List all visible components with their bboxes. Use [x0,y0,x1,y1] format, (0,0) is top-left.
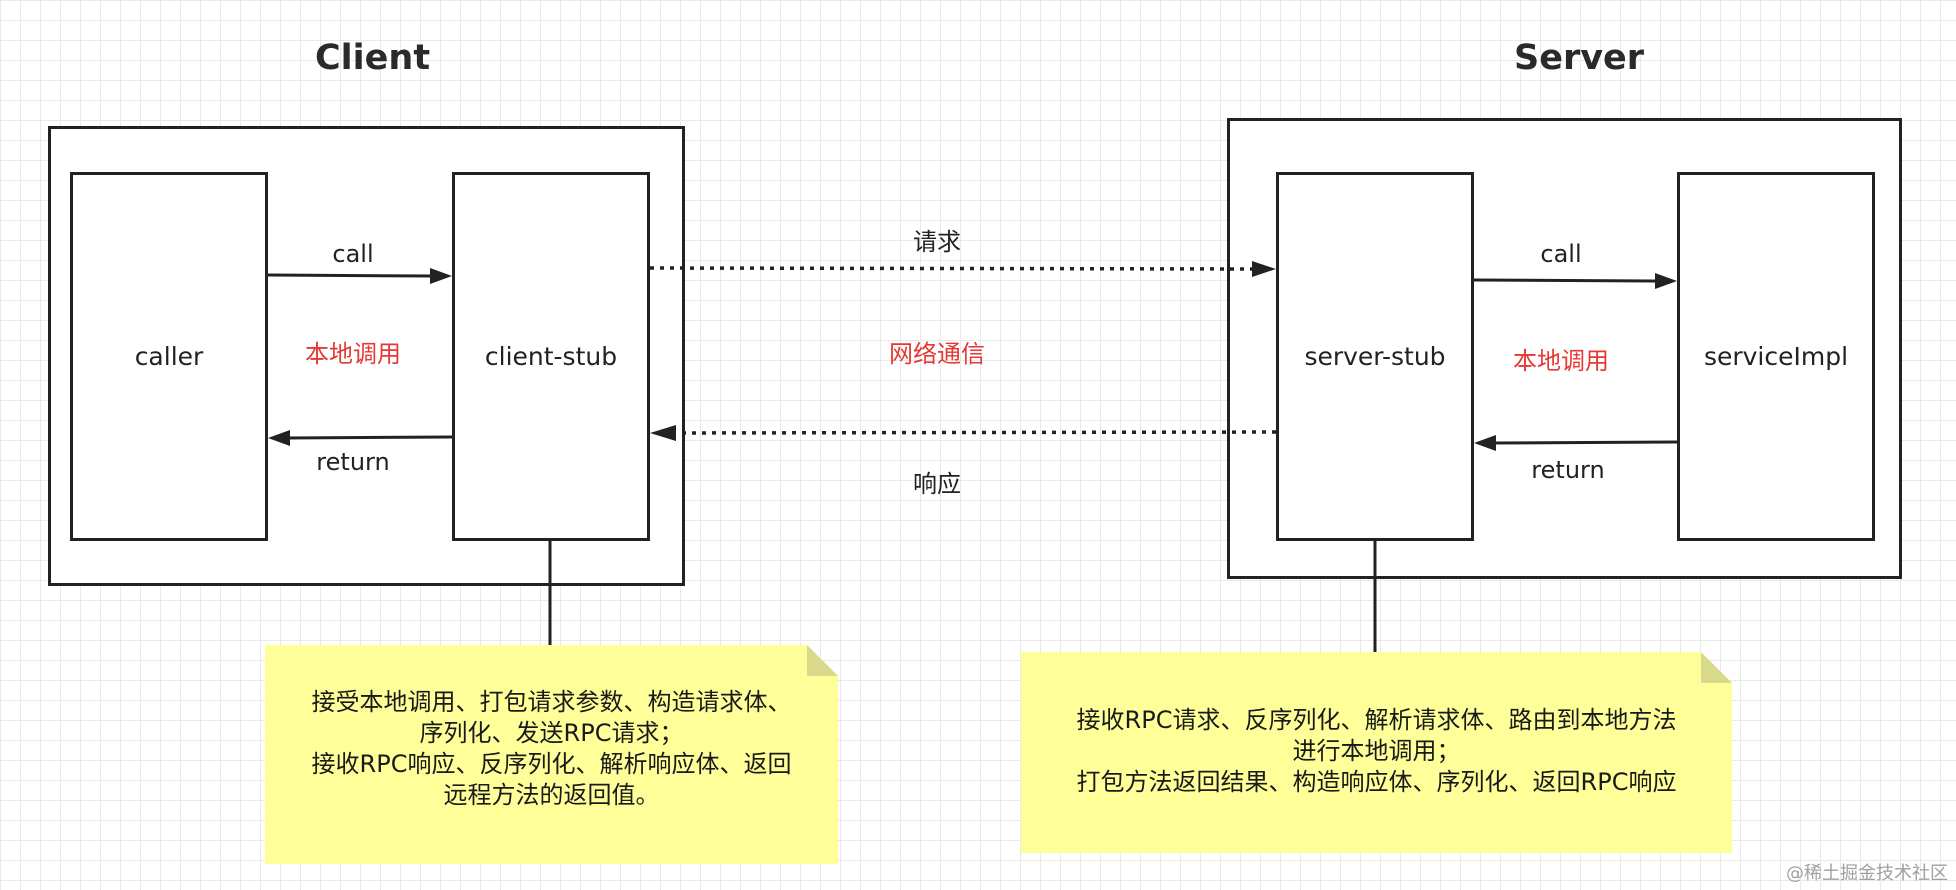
server-call-label: call [1540,240,1582,268]
response-arrowhead [650,425,676,441]
server-note-line: 接收RPC请求、反序列化、解析请求体、路由到本地方法 [1076,706,1677,734]
client-note-text: 接受本地调用、打包请求参数、构造请求体、 序列化、发送RPC请求； 接收RPC响… [265,687,838,811]
server-note-line: 进行本地调用； [1292,737,1461,765]
server-return-line [1493,440,1678,445]
request-arrowhead [1252,261,1276,277]
server-note: 接收RPC请求、反序列化、解析请求体、路由到本地方法 进行本地调用； 打包方法返… [1021,652,1732,853]
client-note: 接受本地调用、打包请求参数、构造请求体、 序列化、发送RPC请求； 接收RPC响… [265,645,838,864]
server-heading: Server [1514,38,1645,78]
server-note-shape [1021,652,1732,853]
client-call-line [267,273,433,278]
client-note-line: 接收RPC响应、反序列化、解析响应体、返回 [311,750,792,778]
response-line [673,430,1277,435]
caller-box[interactable]: caller [70,172,268,541]
caller-label: caller [134,342,204,371]
service-impl-label: serviceImpl [1703,342,1849,371]
client-note-line: 接受本地调用、打包请求参数、构造请求体、 [311,688,792,716]
server-return-label: return [1531,456,1605,484]
client-stub-box[interactable]: client-stub [452,172,650,541]
network-label: 网络通信 [889,340,985,368]
client-note-line: 远程方法的返回值。 [443,781,660,809]
service-impl-box[interactable]: serviceImpl [1677,172,1875,541]
server-return-arrowhead [1474,435,1496,451]
client-note-shape [265,645,838,864]
client-return-arrowhead [268,430,290,446]
client-return-line [287,435,453,440]
client-call-label: call [332,240,374,268]
server-note-text: 接收RPC请求、反序列化、解析请求体、路由到本地方法 进行本地调用； 打包方法返… [1021,705,1732,798]
server-local-call-label: 本地调用 [1513,347,1609,375]
response-label: 响应 [913,470,961,498]
client-local-call-label: 本地调用 [305,340,401,368]
client-heading: Client [315,38,431,78]
client-call-arrowhead [430,268,452,284]
request-label: 请求 [913,228,961,256]
request-line [649,266,1255,271]
server-stub-box[interactable]: server-stub [1276,172,1474,541]
server-note-line: 打包方法返回结果、构造响应体、序列化、返回RPC响应 [1076,768,1677,796]
client-note-line: 序列化、发送RPC请求； [419,719,684,747]
server-stub-label: server-stub [1304,342,1446,371]
server-call-line [1473,278,1658,283]
watermark: @稀土掘金技术社区 [1786,863,1948,884]
client-stub-label: client-stub [484,342,618,371]
server-call-arrowhead [1655,273,1677,289]
client-return-label: return [316,448,390,476]
